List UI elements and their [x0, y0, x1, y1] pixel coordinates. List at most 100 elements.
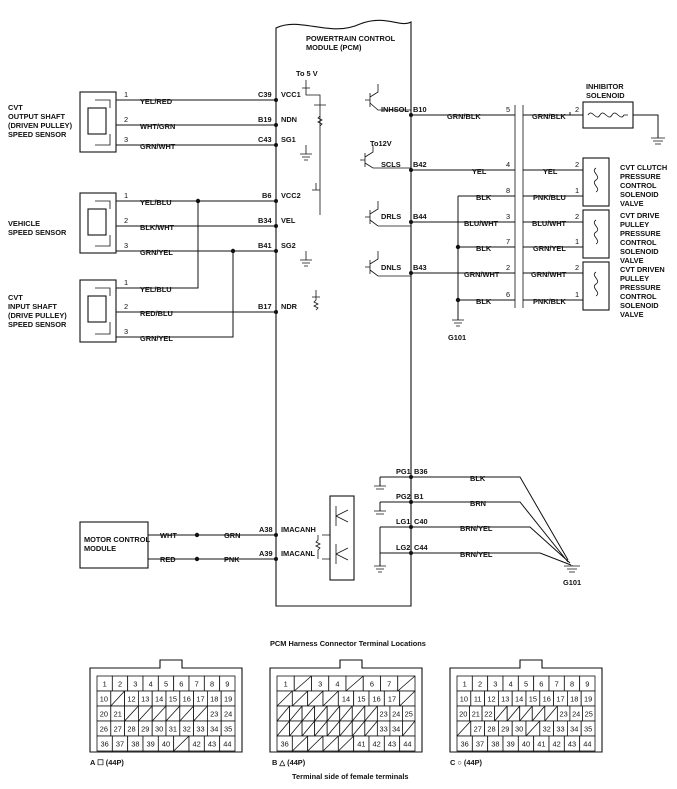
terminal-empty: [301, 705, 315, 722]
terminal-number: 33: [196, 725, 204, 734]
terminal-number: 38: [131, 740, 139, 749]
terminal-empty: [494, 705, 508, 722]
terminal-empty: [314, 705, 328, 722]
terminal-number: 15: [169, 695, 177, 704]
connector-terminal: [219, 735, 236, 752]
output-shaft-label-3: (DRIVEN PULLEY): [8, 121, 73, 130]
terminal-number: 26: [100, 725, 108, 734]
pin-c43: C43: [258, 135, 272, 144]
pin-a39: A39: [259, 549, 273, 558]
terminal-empty: [292, 735, 308, 752]
terminal-number: 20: [100, 710, 108, 719]
inhibitor-solenoid: INHIBITOR SOLENOID: [570, 82, 665, 145]
terminal-empty: [292, 690, 308, 707]
svg-text:C40: C40: [414, 517, 428, 526]
wire-yel-blu-2: YEL/BLU: [140, 285, 172, 294]
terminal-number: 1: [103, 680, 107, 689]
terminal-number: 1: [463, 680, 467, 689]
terminal-number: 39: [147, 740, 155, 749]
cvt-driven-solenoid: CVT DRIVEN PULLEY PRESSURE CONTROL SOLEN…: [582, 261, 665, 319]
terminal-empty: [351, 705, 366, 722]
wire-grn-yel-2: GRN/YEL: [140, 334, 173, 343]
term-3c: 3: [124, 327, 128, 336]
terminal-number: 12: [487, 695, 495, 704]
input-shaft-label-3: (DRIVE PULLEY): [8, 311, 67, 320]
svg-text:B42: B42: [413, 160, 427, 169]
term-2c: 2: [124, 302, 128, 311]
terminal-number: 9: [225, 680, 229, 689]
svg-text:C44: C44: [414, 543, 428, 552]
terminal-number: 15: [357, 695, 365, 704]
can-transceiver: [315, 495, 355, 581]
svg-text:8: 8: [506, 186, 510, 195]
terminal-number: 12: [127, 695, 135, 704]
pin-b17: B17: [258, 302, 272, 311]
terminal-empty: [506, 705, 521, 722]
terminal-number: 1: [284, 680, 288, 689]
svg-text:GRN/WHT: GRN/WHT: [464, 270, 500, 279]
terminal-number: 34: [210, 725, 218, 734]
svg-text:BRN: BRN: [470, 499, 486, 508]
terminal-empty: [124, 705, 139, 722]
left-wire-labels: 1 YEL/RED C39 VCC1 2 WHT/GRN B19 NDN 3 G…: [124, 90, 316, 564]
terminal-number: 9: [585, 680, 589, 689]
svg-text:PRESSURE: PRESSURE: [620, 229, 661, 238]
terminal-number: 44: [583, 740, 591, 749]
terminal-number: 34: [392, 725, 400, 734]
svg-text:INHSOL: INHSOL: [381, 105, 409, 114]
terminal-empty: [531, 705, 546, 722]
svg-text:BLK: BLK: [470, 474, 486, 483]
terminal-number: 16: [183, 695, 191, 704]
term-1c: 1: [124, 278, 128, 287]
terminal-number: 36: [461, 740, 469, 749]
terminal-number: 2: [118, 680, 122, 689]
terminal-number: 13: [501, 695, 509, 704]
ground-wires: PG1 B36 BLK PG2 B1 BRN LG1 C40 BRN/YEL L…: [374, 467, 581, 587]
terminal-number: 4: [149, 680, 153, 689]
terminal-empty: [326, 720, 341, 737]
terminal-number: 36: [281, 740, 289, 749]
svg-text:SOLENOID: SOLENOID: [620, 190, 659, 199]
terminal-number: 42: [373, 740, 381, 749]
terminal-empty: [339, 720, 353, 737]
terminal-number: 37: [476, 740, 484, 749]
terminal-number: 29: [141, 725, 149, 734]
svg-text:DRLS: DRLS: [381, 212, 401, 221]
pcm-module-outline: [275, 19, 412, 607]
terminal-number: 14: [342, 695, 350, 704]
terminal-number: 25: [405, 710, 413, 719]
svg-text:3: 3: [506, 212, 510, 221]
svg-text:VALVE: VALVE: [620, 199, 644, 208]
terminal-number: 10: [460, 695, 468, 704]
terminal-empty: [326, 705, 341, 722]
terminal-number: 37: [116, 740, 124, 749]
terminal-number: 40: [162, 740, 170, 749]
terminal-empty: [339, 705, 353, 722]
wire-red: RED: [160, 555, 176, 564]
terminal-number: 28: [487, 725, 495, 734]
output-shaft-label-1: CVT: [8, 103, 23, 112]
terminal-number: 27: [114, 725, 122, 734]
terminal-empty: [307, 735, 324, 752]
terminal-number: 6: [539, 680, 543, 689]
terminal-number: 41: [537, 740, 545, 749]
motor-control-label-1: MOTOR CONTROL: [84, 535, 150, 544]
connector-heading: PCM Harness Connector Terminal Locations: [270, 639, 426, 648]
sig-vcc2: VCC2: [281, 191, 301, 200]
sig-ndr: NDR: [281, 302, 298, 311]
terminal-empty: [351, 720, 366, 737]
svg-text:BRN/YEL: BRN/YEL: [460, 550, 493, 559]
sig-imacanh: IMACANH: [281, 525, 316, 534]
sig-vcc1: VCC1: [281, 90, 301, 99]
terminal-number: 6: [370, 680, 374, 689]
svg-text:VALVE: VALVE: [620, 310, 644, 319]
terminal-number: 24: [572, 710, 580, 719]
svg-text:SOLENOID: SOLENOID: [620, 247, 659, 256]
terminal-number: 18: [570, 695, 578, 704]
terminal-number: 25: [585, 710, 593, 719]
svg-text:B36: B36: [414, 467, 428, 476]
svg-text:GRN/YEL: GRN/YEL: [533, 244, 566, 253]
terminal-empty: [301, 720, 315, 737]
svg-text:CVT DRIVEN: CVT DRIVEN: [620, 265, 665, 274]
